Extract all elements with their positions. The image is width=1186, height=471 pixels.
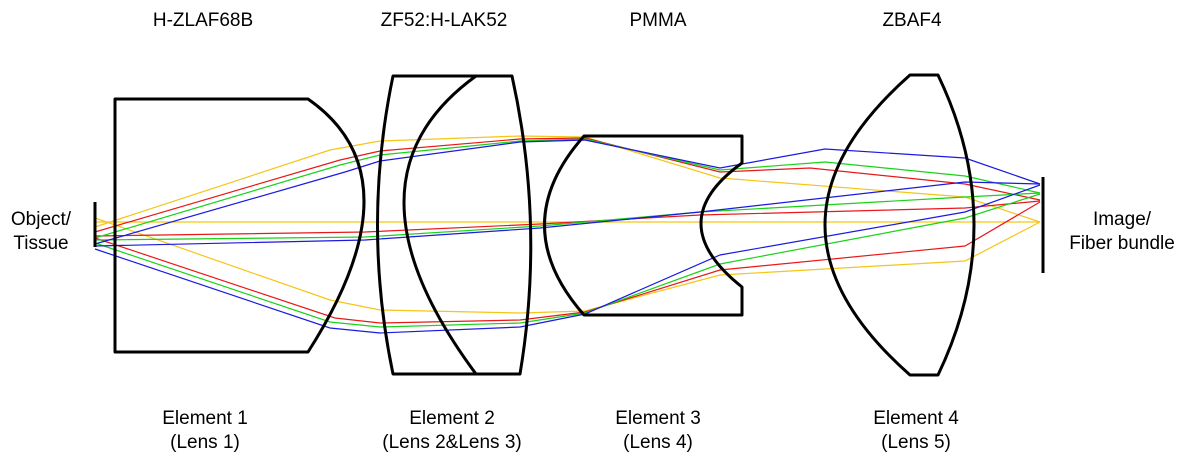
element-1-name: Element 1 [162,408,248,429]
element-2-name: Element 2 [409,408,495,429]
ray-red-lower [94,201,1041,324]
material-label-element-1: H-ZLAF68B [152,10,254,31]
object-label: Object/ Tissue [11,208,71,256]
image-label: Image/ Fiber bundle [1069,208,1175,256]
ray-blue-lower [94,184,1041,334]
element-label-2: Element 2 (Lens 2&Lens 3) [382,407,521,455]
element-1-lens-outline [113,97,366,354]
object-label-line-1: Object/ [10,209,72,230]
element-4-name: Element 4 [873,408,959,429]
element-2-lens-outline [376,74,533,376]
material-label-element-3: PMMA [629,10,687,31]
image-label-line-2: Fiber bundle [1069,233,1175,254]
ray-green-axial [94,192,1041,241]
ray-red-upper [94,137,1041,233]
element-label-3: Element 3 (Lens 4) [615,407,701,455]
ray-yellow-upper [94,135,1041,228]
element-2-cement-surface [402,74,478,375]
element-4-lens: (Lens 5) [881,432,951,453]
ray-bundle [94,135,1041,334]
element-label-4: Element 4 (Lens 5) [873,407,959,455]
ray-yellow-lower [94,217,1041,314]
element-1-lens: (Lens 1) [170,432,240,453]
material-label-element-4: ZBAF4 [882,10,942,31]
object-label-line-2: Tissue [13,233,69,254]
element-3-lens: (Lens 4) [623,432,693,453]
element-4-lens-outline [823,73,976,377]
element-2-lens: (Lens 2&Lens 3) [382,432,522,453]
element-3-name: Element 3 [615,408,701,429]
ray-blue-upper [94,139,1041,245]
ray-green-lower [94,193,1041,328]
ray-green-upper [94,138,1041,239]
element-3-lens-outline [543,134,744,317]
material-label-element-2: ZF52:H-LAK52 [380,10,508,31]
image-label-line-1: Image/ [1092,209,1152,230]
element-label-1: Element 1 (Lens 1) [162,407,248,455]
ray-blue-axial [94,181,1041,247]
